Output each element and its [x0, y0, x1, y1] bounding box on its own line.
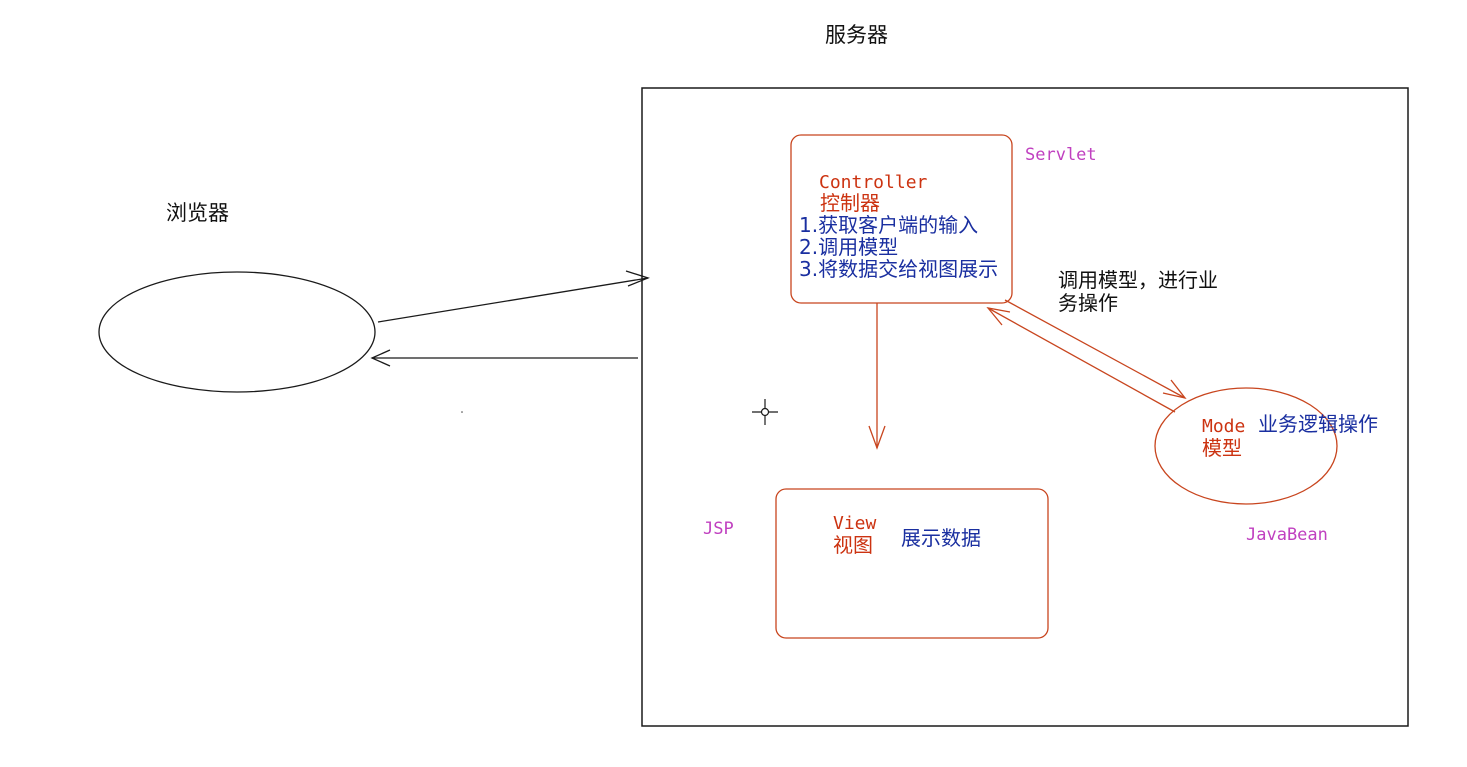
controller-step-2: 2.调用模型: [799, 235, 899, 259]
controller-cn-name: 控制器: [820, 191, 880, 215]
stray-dot: [461, 411, 463, 413]
server-title: 服务器: [825, 23, 888, 47]
controller-box: [790, 134, 1013, 304]
controller-tech-label: Servlet: [1025, 145, 1097, 165]
model-name: Mode: [1202, 416, 1246, 437]
server-box: [641, 87, 1409, 727]
model-desc: 业务逻辑操作: [1258, 412, 1378, 436]
controller-model-arrow: [1004, 299, 1186, 399]
controller-model-arrowhead: [1162, 379, 1187, 400]
view-desc: 展示数据: [901, 526, 981, 550]
model-ellipse: [1154, 387, 1338, 505]
controller-view-arrowhead: [868, 425, 886, 450]
request-arrow: [377, 277, 649, 323]
view-cn-name: 视图: [833, 533, 873, 557]
view-tech-label: JSP: [703, 519, 734, 539]
model-cn-name: 模型: [1202, 436, 1242, 460]
controller-step-3: 3.将数据交给视图展示: [799, 257, 999, 281]
model-controller-arrowhead: [986, 307, 1011, 326]
browser-ellipse: [98, 271, 376, 393]
model-tech-label: JavaBean: [1246, 525, 1328, 545]
response-arrowhead: [370, 349, 391, 367]
browser-title: 浏览器: [166, 201, 229, 225]
request-arrowhead: [625, 270, 650, 287]
controller-name: Controller: [819, 172, 928, 193]
controller-step-1: 1.获取客户端的输入: [799, 213, 979, 237]
crosshair-cursor-icon: [752, 399, 778, 425]
view-name: View: [833, 513, 877, 534]
model-controller-arrow: [987, 307, 1176, 413]
view-box: [775, 488, 1049, 639]
controller-model-note-line-1: 调用模型，进行业: [1058, 268, 1218, 292]
controller-model-note-line-2: 务操作: [1058, 291, 1118, 315]
